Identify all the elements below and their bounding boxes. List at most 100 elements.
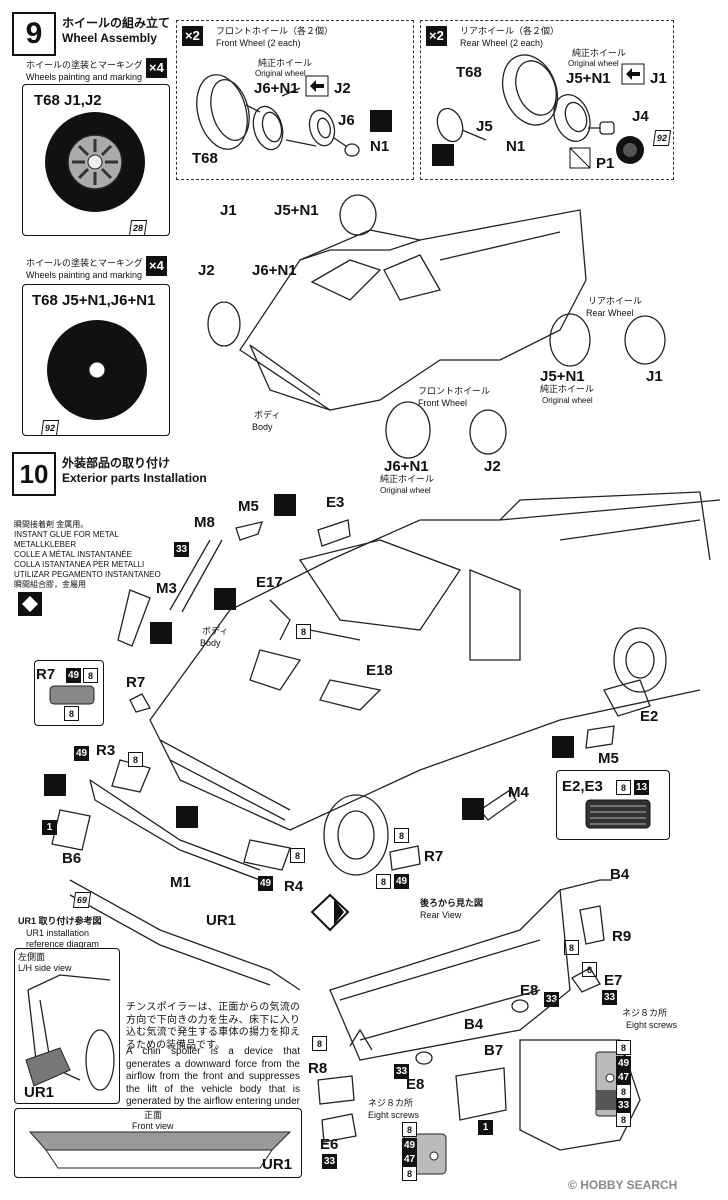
assembly-body-ja: ボディ xyxy=(254,410,281,420)
ur1-ref-side-en: L/H side view xyxy=(18,963,72,973)
ur1-ref-title-en1: UR1 installation xyxy=(26,928,90,938)
screws2-ja: ネジ８カ所 xyxy=(622,1008,668,1018)
assembly-j2: J2 xyxy=(198,262,215,279)
rear-view-en: Rear View xyxy=(420,910,462,920)
ur1-ref-side-ja: 左側面 xyxy=(18,952,46,962)
screws-en: Eight screws xyxy=(368,1110,420,1120)
rear-wheel-tire: T68 xyxy=(456,64,482,81)
part-m1: M1 xyxy=(170,874,191,891)
front-wheel-box xyxy=(176,20,414,180)
marking-box1-title-en: Wheels painting and marking xyxy=(26,72,143,82)
color-49-p1: 49 xyxy=(402,1138,417,1153)
marking-box1-label: T68 J1,J2 xyxy=(34,92,102,109)
front-wheel-paint-icon xyxy=(370,110,392,132)
body-en: Body xyxy=(200,638,221,648)
watermark: © HOBBY SEARCH xyxy=(568,1178,678,1192)
rear-wheel-part2: J1 xyxy=(650,70,667,87)
color-33-p2: 33 xyxy=(616,1098,631,1113)
color-8-r4: 8 xyxy=(290,848,305,863)
part-m5: M5 xyxy=(238,498,259,515)
color-33-e8: 33 xyxy=(544,992,559,1007)
front-wheel-title-en: Front Wheel (2 each) xyxy=(216,38,301,48)
part-e7: E7 xyxy=(604,972,623,989)
part-ur1b: UR1 xyxy=(262,1156,293,1173)
part-r7c: R7 xyxy=(424,848,444,865)
front-wheel-multiplier: ×2 xyxy=(182,26,203,46)
step-10-number: 10 xyxy=(12,452,56,496)
color-8-r7c: 8 xyxy=(376,874,391,889)
step-9-number: 9 xyxy=(12,12,56,56)
step-9-title-en: Wheel Assembly xyxy=(62,31,157,45)
rear-wheel-part6: P1 xyxy=(596,155,615,172)
glue-note-4: COLLA ISTANTANEA PER METALLI xyxy=(14,560,145,569)
color-8-rear: 8 xyxy=(312,1036,327,1051)
part-ur1: UR1 xyxy=(206,912,237,929)
step-10-title-en: Exterior parts Installation xyxy=(62,471,207,485)
chin-note-ja: チンスポイラーは、正面からの気流の方向で下向きの力を生み、床下に入り込む気流で発… xyxy=(126,1002,300,1051)
assembly-rear-j1: J1 xyxy=(646,368,663,385)
color-8-r9: 8 xyxy=(564,940,579,955)
part-r3: R3 xyxy=(96,742,116,759)
glue-note-6: 瞬間組合膠，金屬用 xyxy=(14,580,86,589)
rear-wheel-multiplier: ×2 xyxy=(426,26,447,46)
m4-paint-icon xyxy=(462,798,484,820)
part-m8: M8 xyxy=(194,514,215,531)
part-b4b: B4 xyxy=(464,1016,484,1033)
assembly-rear-j5n1: J5+N1 xyxy=(540,368,585,385)
marking-box2-label: T68 J5+N1,J6+N1 xyxy=(32,292,156,309)
m1-paint-icon xyxy=(176,806,198,828)
part-e8b: E8 xyxy=(406,1076,425,1093)
screws-ja: ネジ８カ所 xyxy=(368,1098,414,1108)
color-1-b6: 1 xyxy=(42,820,57,835)
r7-box-c1: 49 xyxy=(66,668,81,683)
color-49-a: 49 xyxy=(74,746,89,761)
part-r7: R7 xyxy=(126,674,146,691)
rear-wheel-box xyxy=(420,20,674,180)
assembly-front-wheel-ja: フロントホイール xyxy=(418,386,491,396)
color-33-e7: 33 xyxy=(602,990,617,1005)
color-47-p1: 47 xyxy=(402,1152,417,1167)
color-33-e6: 33 xyxy=(322,1154,337,1169)
front-wheel-title-ja: フロントホイール（各２個） xyxy=(216,26,334,36)
e2e3-box-c1: 8 xyxy=(616,780,631,795)
part-b6: B6 xyxy=(62,850,82,867)
color-49-p2: 49 xyxy=(616,1056,631,1071)
color-8-p2c: 8 xyxy=(616,1112,631,1127)
assembly-front-j2: J2 xyxy=(484,458,501,475)
rear-wheel-title-en: Rear Wheel (2 each) xyxy=(460,38,544,48)
part-e3: E3 xyxy=(326,494,345,511)
rear-wheel-orig-ja: 純正ホイール xyxy=(572,48,627,58)
color-49-r7c: 49 xyxy=(394,874,409,889)
part-e17: E17 xyxy=(256,574,283,591)
color-33-a: 33 xyxy=(174,542,189,557)
r7-box-label: R7 xyxy=(36,666,56,683)
front-view-ja: 正面 xyxy=(144,1110,163,1120)
color-8-p2: 8 xyxy=(616,1040,631,1055)
front-wheel-part4: N1 xyxy=(370,138,390,155)
screws2-en: Eight screws xyxy=(626,1020,678,1030)
m3-paint-icon xyxy=(214,588,236,610)
rear-wheel-title-ja: リアホイール（各２個） xyxy=(460,26,560,36)
part-e18: E18 xyxy=(366,662,393,679)
glue-note-1: INSTANT GLUE FOR METAL xyxy=(14,530,119,539)
assembly-front-orig-ja: 純正ホイール xyxy=(380,474,435,484)
assembly-rear-orig-en: Original wheel xyxy=(542,396,593,405)
color-47-p2: 47 xyxy=(616,1070,631,1085)
r7-box-c2: 8 xyxy=(83,668,98,683)
color-8-r7c-top: 8 xyxy=(394,828,409,843)
glue-note-0: 瞬間接着剤 金属用。 xyxy=(14,520,89,529)
assembly-j1: J1 xyxy=(220,202,237,219)
front-wheel-part3: J6 xyxy=(338,112,355,129)
m5-paint-icon xyxy=(274,494,296,516)
glue-note-2: METALLKLEBER xyxy=(14,540,77,549)
r7-box-c3: 8 xyxy=(64,706,79,721)
